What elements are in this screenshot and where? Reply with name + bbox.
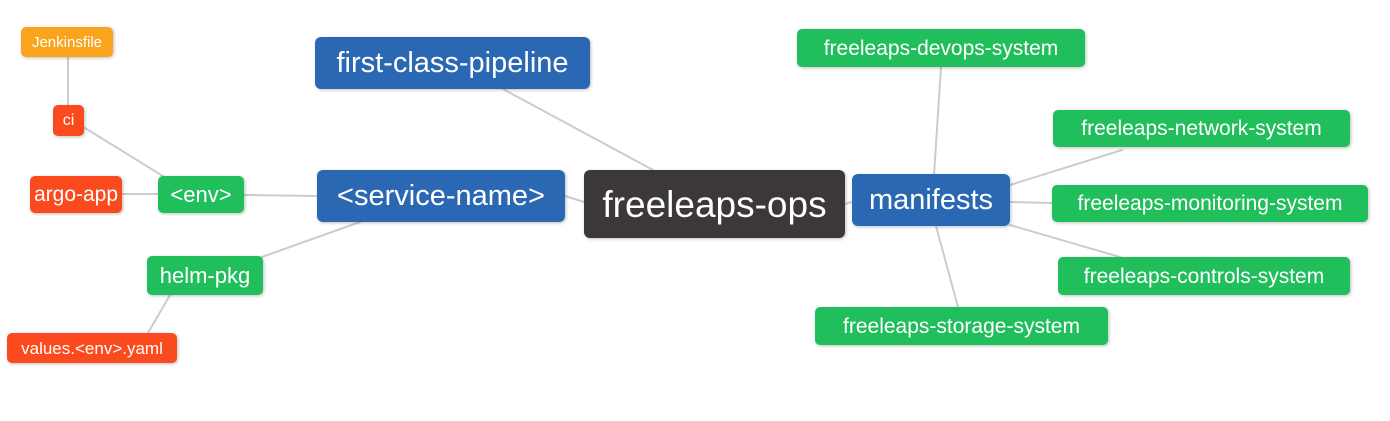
edge-freeleaps-ops-first-class-pipeline xyxy=(502,88,654,171)
edge-freeleaps-ops-service-name xyxy=(564,195,585,203)
edge-manifests-controls-system xyxy=(1009,224,1121,258)
edge-env-ci xyxy=(84,127,167,179)
node-jenkinsfile[interactable]: Jenkinsfile xyxy=(21,27,113,57)
node-freeleaps-devops-system[interactable]: freeleaps-devops-system xyxy=(797,29,1085,67)
edge-manifests-storage-system xyxy=(935,225,959,308)
node-first-class-pipeline[interactable]: first-class-pipeline xyxy=(315,37,590,89)
edge-freeleaps-ops-manifests xyxy=(844,201,853,205)
node-freeleaps-network-system[interactable]: freeleaps-network-system xyxy=(1053,110,1350,147)
edge-helm-pkg-values-env-yaml xyxy=(147,294,171,334)
node-helm-pkg[interactable]: helm-pkg xyxy=(147,256,263,295)
edge-manifests-network-system xyxy=(1009,149,1123,186)
edge-manifests-devops-system xyxy=(933,66,942,176)
edge-manifests-monitoring-system xyxy=(1009,201,1053,204)
edge-service-name-env xyxy=(243,194,318,197)
node-argo-app[interactable]: argo-app xyxy=(30,176,122,213)
node-values-env-yaml[interactable]: values.<env>.yaml xyxy=(7,333,177,363)
node-freeleaps-ops-root[interactable]: freeleaps-ops xyxy=(584,170,845,238)
node-freeleaps-controls-system[interactable]: freeleaps-controls-system xyxy=(1058,257,1350,295)
edge-service-name-helm-pkg xyxy=(258,221,361,259)
node-ci[interactable]: ci xyxy=(53,105,84,136)
node-manifests[interactable]: manifests xyxy=(852,174,1010,226)
node-freeleaps-storage-system[interactable]: freeleaps-storage-system xyxy=(815,307,1108,345)
node-freeleaps-monitoring-system[interactable]: freeleaps-monitoring-system xyxy=(1052,185,1368,222)
node-service-name[interactable]: <service-name> xyxy=(317,170,565,222)
node-env[interactable]: <env> xyxy=(158,176,244,213)
